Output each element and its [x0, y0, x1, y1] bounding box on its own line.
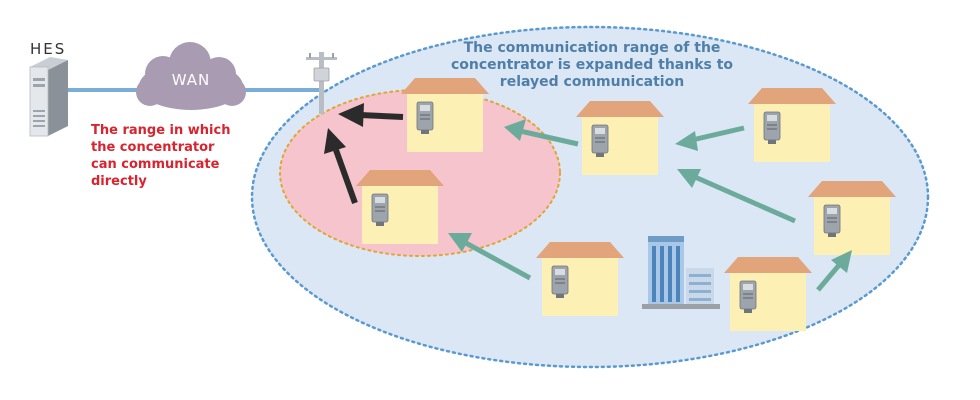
house-icon — [576, 101, 664, 175]
hes-label: HES — [30, 40, 67, 58]
house-icon — [808, 181, 896, 255]
direct-arrows — [324, 103, 404, 205]
office-building-icon — [642, 236, 720, 309]
direct-range-label: The range in which the concentrator can … — [91, 123, 231, 189]
utility-pole-icon — [306, 52, 337, 114]
cloud-icon — [136, 42, 246, 110]
server-icon — [29, 57, 68, 137]
house-icon — [356, 170, 444, 244]
house-icon — [724, 257, 812, 331]
wan-label: WAN — [171, 71, 211, 89]
relay-arrows — [448, 119, 852, 292]
relayed-range-label: The communication range of the concentra… — [450, 40, 734, 90]
house-icon — [536, 242, 624, 316]
house-icon — [748, 88, 836, 162]
